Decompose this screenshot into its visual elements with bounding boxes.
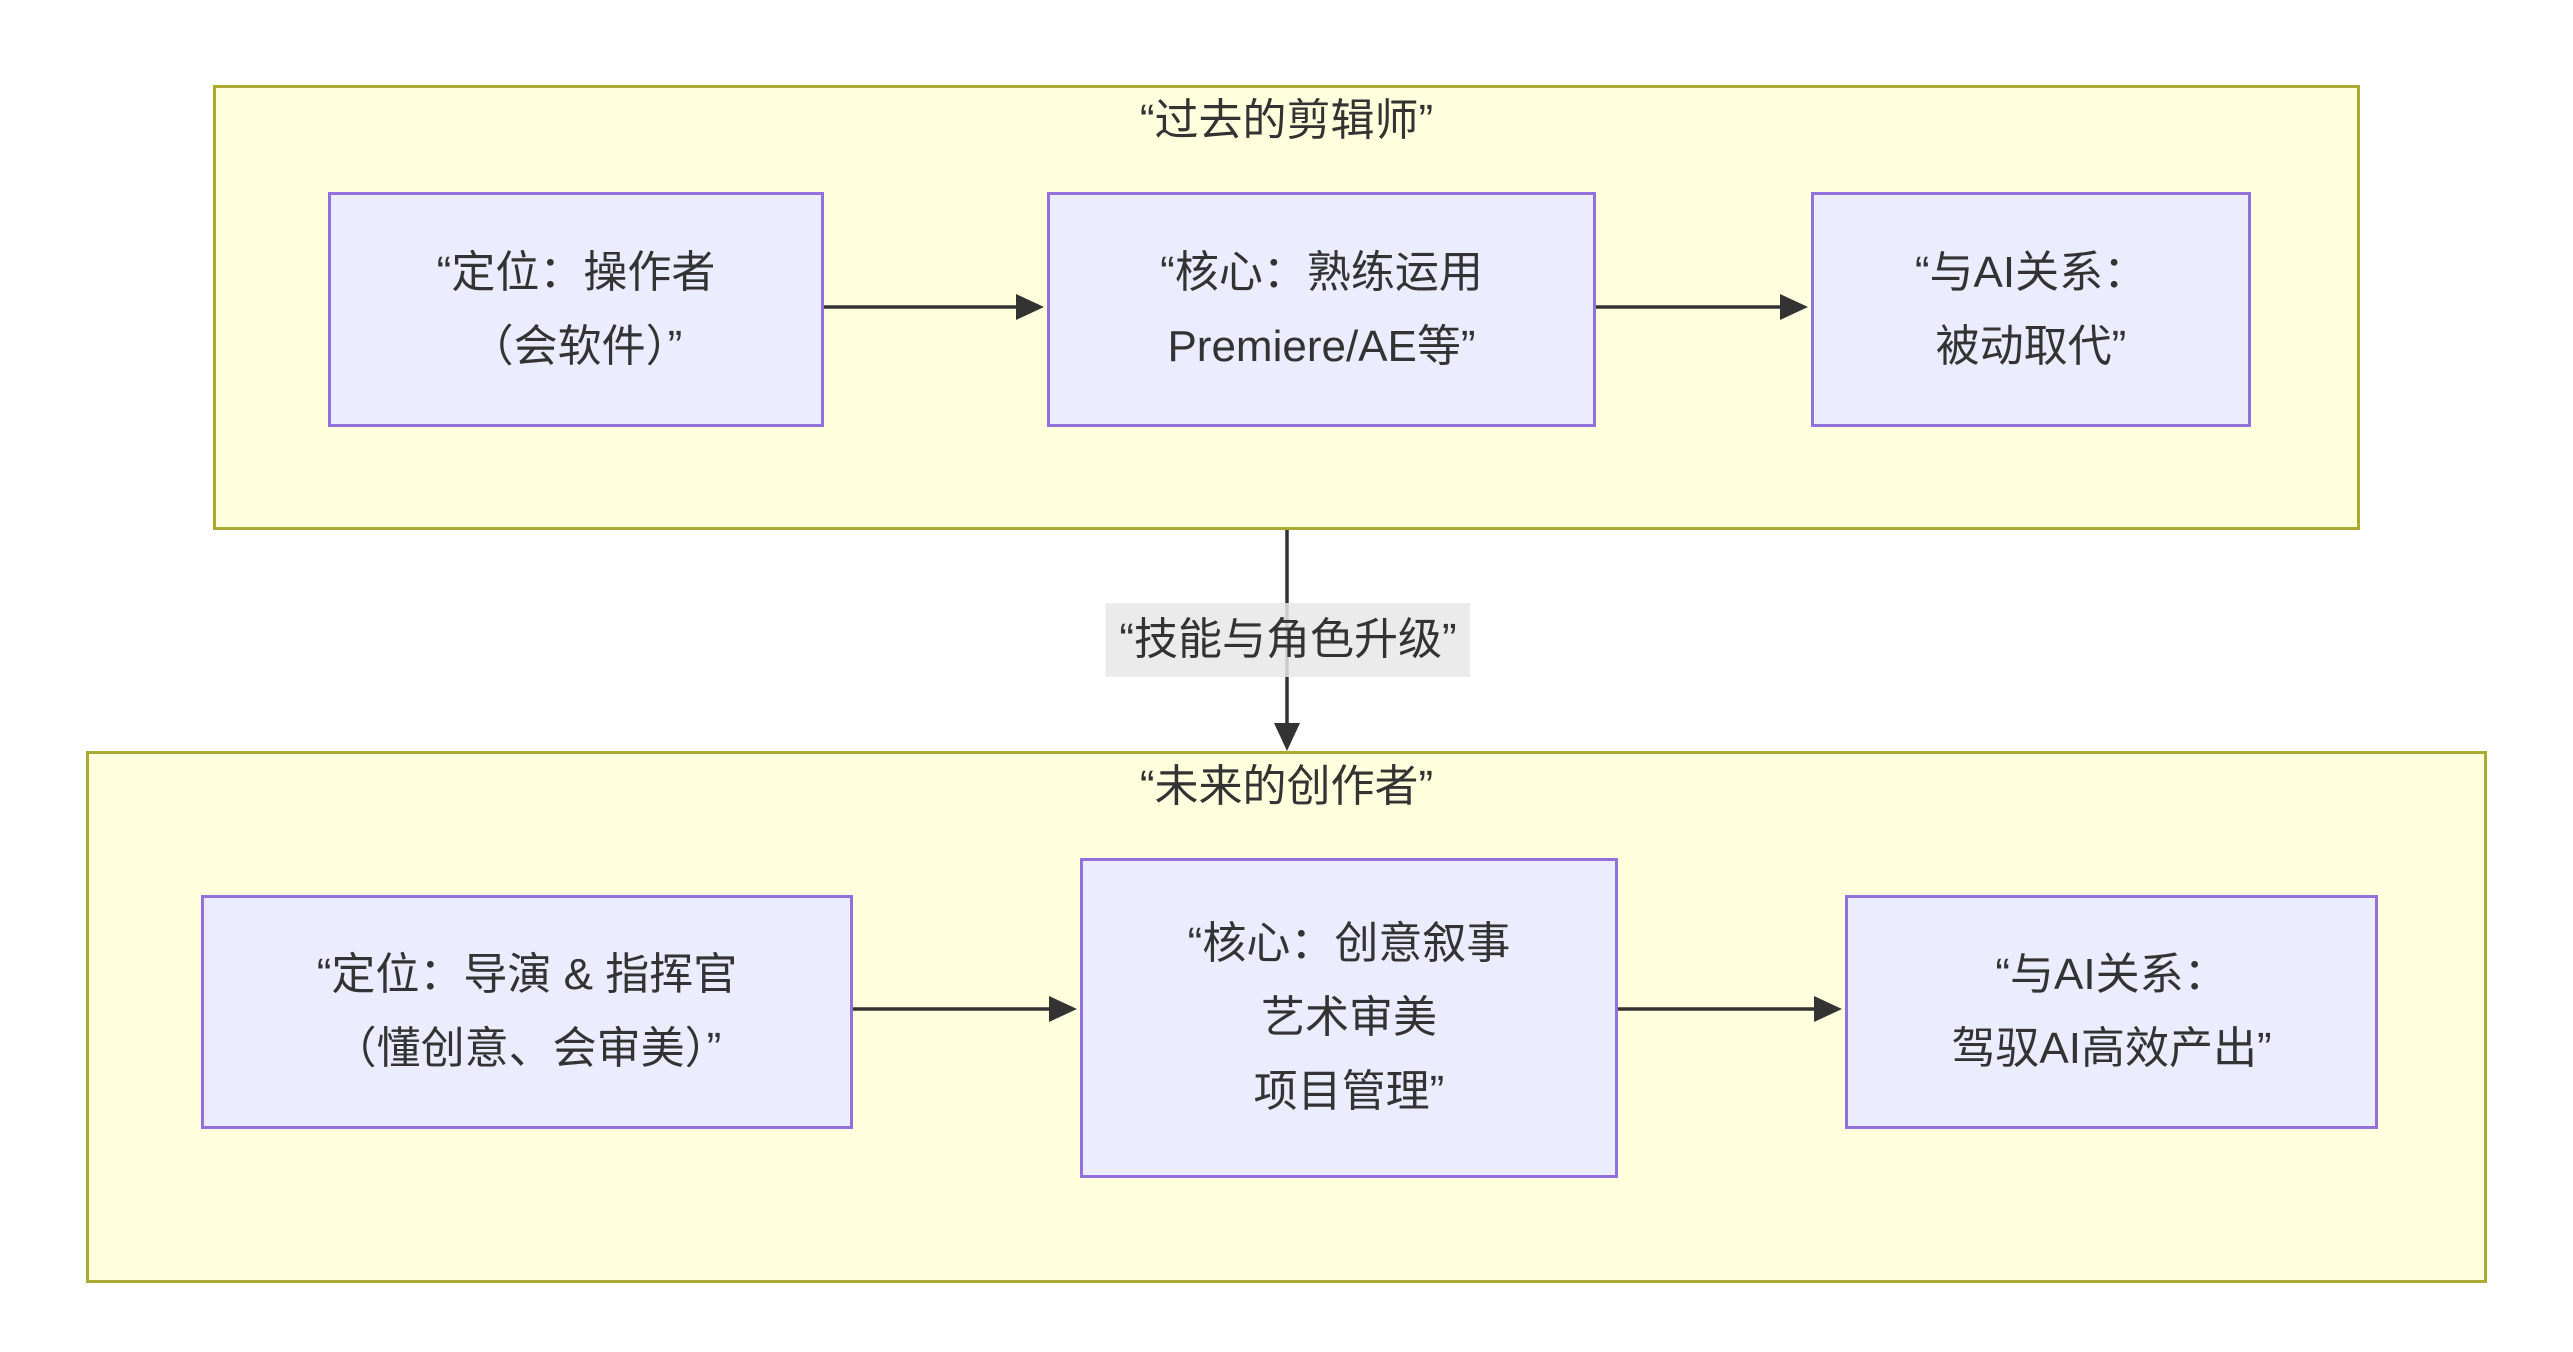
node-text-line: 驾驭AI高效产出”: [1951, 1024, 2272, 1073]
node-text-line: “与AI关系：: [1995, 950, 2228, 999]
node-text-line: “核心：熟练运用: [1160, 247, 1483, 297]
node-future-core-skills: “核心：创意叙事 艺术审美 项目管理”: [1080, 858, 1618, 1178]
cluster-past-editor: “过去的剪辑师” “定位：操作者 （会软件）” “核心：熟练运用 Premier…: [213, 85, 2360, 530]
cluster-past-title: “过去的剪辑师”: [1139, 96, 1434, 145]
node-past-positioning: “定位：操作者 （会软件）”: [328, 192, 824, 427]
node-text-line: “定位：操作者: [436, 247, 716, 297]
node-text-line: （会软件）”: [469, 321, 683, 371]
node-text-line: Premiere/AE等”: [1167, 321, 1476, 371]
node-text-line: “核心：创意叙事: [1187, 919, 1511, 968]
node-text-line: 艺术审美: [1261, 993, 1437, 1042]
node-text-line: 项目管理”: [1253, 1067, 1445, 1116]
node-past-core-skills: “核心：熟练运用 Premiere/AE等”: [1047, 192, 1596, 427]
edge-label-skill-upgrade: “技能与角色升级”: [1105, 603, 1471, 677]
cluster-future-creator: “未来的创作者” “定位：导演 & 指挥官 （懂创意、会审美）” “核心：创意叙…: [86, 751, 2487, 1283]
cluster-future-title: “未来的创作者”: [1139, 762, 1434, 811]
node-text-line: “与AI关系：: [1914, 247, 2148, 297]
node-past-ai-relation: “与AI关系： 被动取代”: [1811, 192, 2251, 427]
node-text-line: 被动取代”: [1935, 321, 2127, 371]
node-future-ai-relation: “与AI关系： 驾驭AI高效产出”: [1845, 895, 2378, 1129]
node-text-line: （懂创意、会审美）”: [332, 1024, 722, 1073]
arrowhead-icon: [1274, 723, 1300, 751]
node-future-positioning: “定位：导演 & 指挥官 （懂创意、会审美）”: [201, 895, 853, 1129]
node-text-line: “定位：导演 & 指挥官: [316, 950, 738, 999]
